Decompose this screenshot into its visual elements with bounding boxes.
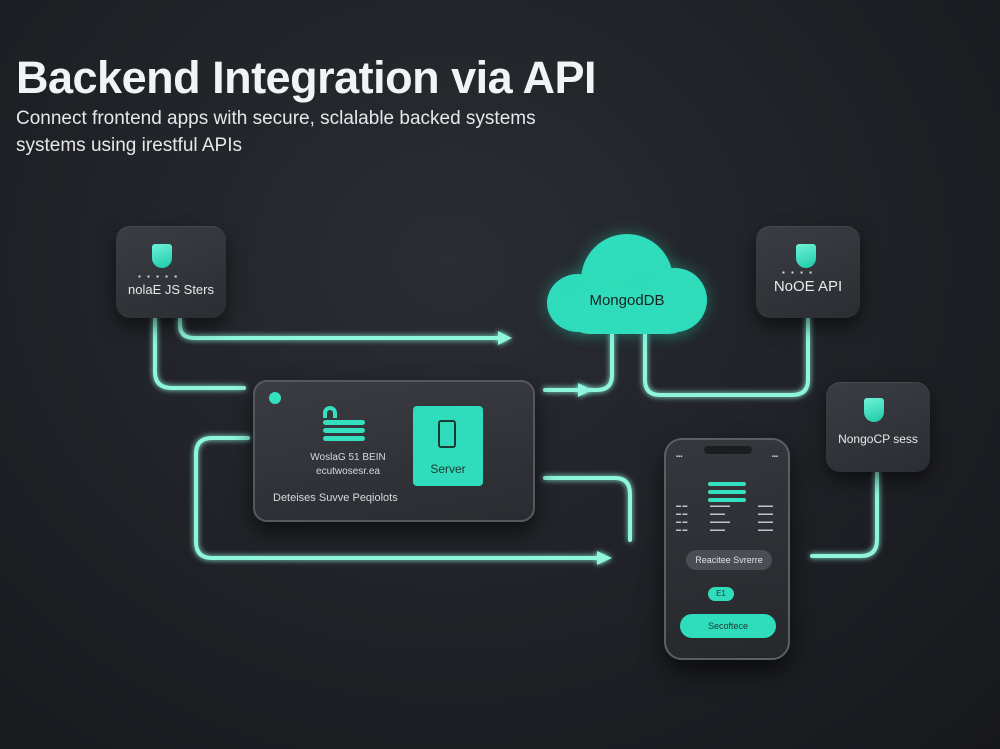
subtitle-line-1: Connect frontend apps with secure, sclal… [16,108,536,129]
wire-loop-left [194,436,602,560]
shield-icon [864,398,884,422]
shield-icon [152,244,172,268]
status-dots-icon: ▪ ▪ ▪ ▪ [782,268,815,277]
subtitle-line-2: systems using irestful APIs [16,135,242,156]
wire-tablet-to-phone [543,476,632,542]
arrow-to-tablet-right [578,383,592,397]
status-bar-right: ▪▪▪ [771,454,778,460]
camera-dot [269,392,281,404]
wire-node-js-to-tablet [153,316,246,390]
menu-icon [708,482,746,506]
status-dots-icon: ▪ ▪ ▪ ▪ ▪ [138,272,180,281]
shield-icon [796,244,816,268]
mongodb-cloud[interactable]: MongodDB [547,234,707,334]
tablet-device[interactable]: WoslaG 51 BEIN ecutwosesr.ea Server Dete… [253,380,535,522]
server-button[interactable]: Server [413,406,483,486]
unlock-stack-icon [323,406,365,442]
data-list-middle: ▬▬▬▬▬▬▬▬▬▬▬▬▬▬ [710,503,730,533]
tablet-text-line-1: WoslaG 51 BEIN [310,452,386,463]
data-list-left: ▬ ▬▬ ▬▬ ▬▬ ▬ [676,503,688,533]
node-api-label: NoOE API [773,278,843,295]
wire-node-js-to-cloud [178,316,502,340]
node-js-label: nolaE JS Sters [128,282,214,297]
tablet-footer-text: Deteises Suvve Peqiolots [273,492,398,504]
data-list-right: ▬▬▬▬▬▬▬▬▬▬▬▬ [758,503,773,533]
phone-pill-label[interactable]: Reacitee Svrerre [686,550,772,570]
arrow-to-cloud [498,331,512,345]
node-js-server-card[interactable]: ▪ ▪ ▪ ▪ ▪ nolaE JS Sters [116,226,226,318]
mongo-server-card[interactable]: NongoCP sess [826,382,930,472]
node-api-card[interactable]: ▪ ▪ ▪ ▪ NoOE API [756,226,860,318]
phone-notch [704,446,752,454]
tablet-text-line-2: ecutwosesr.ea [316,466,380,477]
wire-mongo-to-phone [810,471,879,558]
page-title: Backend Integration via API [16,52,596,103]
cloud-label: MongodDB [589,292,665,309]
server-label: Server [430,462,466,476]
status-bar-left: ▪▪▪ [676,454,683,460]
wire-cloud-to-api [643,316,810,397]
phone-badge: E1 [708,587,734,601]
phone-action-button[interactable]: Secoftece [680,614,776,638]
mongo-server-label: NongoCP sess [838,432,918,446]
wire-cloud-to-tablet [543,332,614,392]
server-icon [438,420,456,448]
arrow-to-phone [597,551,612,565]
phone-device[interactable]: ▪▪▪ ▪▪▪ ▬ ▬▬ ▬▬ ▬▬ ▬ ▬▬▬▬▬▬▬▬▬▬▬▬▬▬ ▬▬▬▬… [664,438,790,660]
